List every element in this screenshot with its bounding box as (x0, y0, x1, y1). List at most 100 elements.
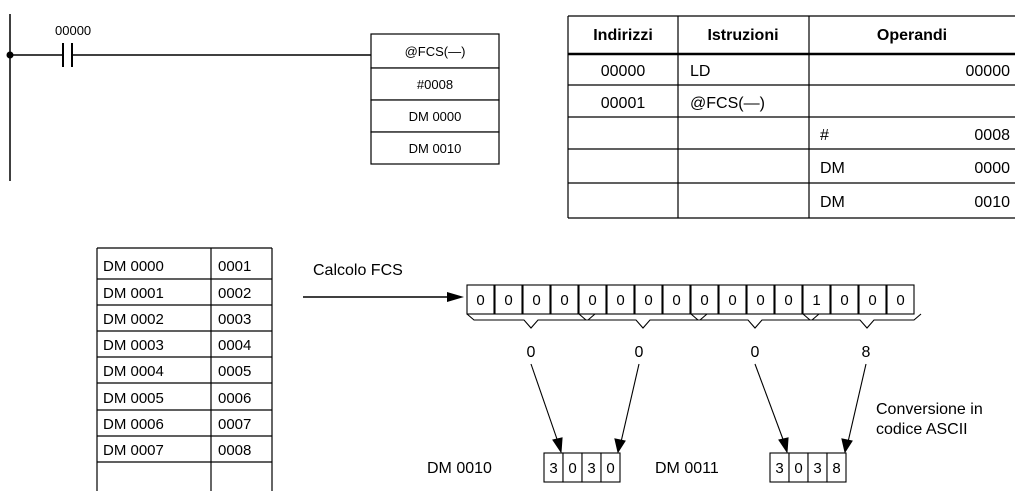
instruction-box-2 (370, 67, 500, 101)
fcs-bit-value: 0 (784, 292, 792, 309)
fcs-bit-value: 0 (588, 292, 596, 309)
fcs-bit-value: 0 (560, 292, 568, 309)
table-row-operand-value: 0010 (974, 194, 1010, 211)
ascii-digit-value: 3 (549, 460, 557, 477)
header-operandi: Operandi (877, 27, 947, 44)
dm-table (96, 247, 273, 491)
fcs-bit-cell (746, 284, 775, 315)
table-row-operand-value: 0008 (974, 127, 1010, 144)
table-row-operand-value: 0000 (974, 160, 1010, 177)
dm-address: DM 0000 (103, 258, 164, 275)
ascii-digit-value: 3 (813, 460, 821, 477)
operand-destination: DM 0010 (409, 141, 462, 156)
operand-source: DM 0000 (409, 109, 462, 124)
fcs-bit-cell (578, 284, 607, 315)
fcs-bit-value: 0 (700, 292, 708, 309)
dm-value: 0007 (218, 416, 251, 433)
fcs-bit-cell (774, 284, 803, 315)
instruction-box-3 (370, 99, 500, 133)
table-row-operand-prefix: DM (820, 194, 845, 211)
header-istruzioni: Istruzioni (707, 27, 778, 44)
hex-digit: 0 (751, 344, 760, 361)
ascii-digit-value: 3 (775, 460, 783, 477)
table-row-address: 00001 (601, 95, 646, 112)
dm-value: 0005 (218, 363, 251, 380)
ascii-label-line1: Conversione in (876, 401, 983, 418)
dm-value: 0003 (218, 311, 251, 328)
header-indirizzi: Indirizzi (593, 27, 653, 44)
fcs-bit-value: 0 (840, 292, 848, 309)
instruction-box-4 (370, 131, 500, 165)
ascii-digit-value: 0 (606, 460, 614, 477)
fcs-bit-cell (466, 284, 495, 315)
instruction-box-1 (370, 33, 500, 69)
fcs-bit-cell (606, 284, 635, 315)
contact-address-label: 00000 (55, 23, 91, 38)
ascii-word-address: DM 0011 (655, 460, 719, 477)
ascii-word-address: DM 0010 (427, 460, 492, 477)
table-row-address: 00000 (601, 63, 646, 80)
fcs-bit-value: 0 (644, 292, 652, 309)
table-row-operand-prefix: DM (820, 160, 845, 177)
fcs-bit-value: 0 (504, 292, 512, 309)
operand-constant: #0008 (417, 77, 453, 92)
fcs-bit-value: 0 (532, 292, 540, 309)
fcs-arrow-head (447, 292, 464, 302)
hex-digit: 0 (635, 344, 644, 361)
dm-address: DM 0001 (103, 285, 164, 302)
fcs-bit-cell (522, 284, 551, 315)
fcs-bit-cell (830, 284, 859, 315)
fcs-bit-cell (662, 284, 691, 315)
ascii-digit-cell (600, 452, 621, 483)
fcs-bit-values: 0 0 0 0 0 0 0 0 0 0 0 0 1 0 0 0 (476, 292, 904, 309)
ascii-digit-cell (826, 452, 847, 483)
fcs-bit-value: 0 (756, 292, 764, 309)
fcs-bit-cell (550, 284, 579, 315)
fcs-bit-cell (858, 284, 887, 315)
dm-value: 0002 (218, 285, 251, 302)
ascii-digit-value: 0 (794, 460, 802, 477)
fcs-bit-cell (718, 284, 747, 315)
dm-value: 0004 (218, 337, 251, 354)
fcs-bit-cell (886, 284, 915, 315)
ascii-arrows (530, 363, 867, 454)
fcs-bit-cell (690, 284, 719, 315)
fcs-bit-value: 0 (672, 292, 680, 309)
dm-address: DM 0003 (103, 337, 164, 354)
nibble-braces (466, 313, 922, 329)
table-row-instruction: @FCS(—) (690, 95, 765, 112)
dm-table-cells: DM 0000 0001 DM 0001 0002 DM 0002 0003 D… (103, 258, 251, 459)
fcs-bit-value: 0 (868, 292, 876, 309)
dm-address: DM 0005 (103, 390, 164, 407)
dm-address: DM 0006 (103, 416, 164, 433)
fcs-bit-cell (634, 284, 663, 315)
ascii-digit-value: 3 (587, 460, 595, 477)
hex-digit: 8 (862, 344, 871, 361)
ladder-diagram: 00000 @FCS(—) #0008 DM 0000 DM 0010 (6, 14, 500, 181)
fcs-bit-cell (494, 284, 523, 315)
dm-address: DM 0004 (103, 363, 164, 380)
fcs-bit-value: 0 (896, 292, 904, 309)
fcs-bit-cell (802, 284, 831, 315)
hex-digit: 0 (527, 344, 536, 361)
instruction-label: @FCS(—) (405, 44, 466, 59)
fcs-bit-value: 0 (476, 292, 484, 309)
ascii-digit-value: 8 (832, 460, 840, 477)
fcs-label: Calcolo FCS (313, 262, 403, 279)
dm-value: 0008 (218, 442, 251, 459)
table-row-instruction: LD (690, 63, 710, 80)
table-row-operand-value: 00000 (966, 63, 1011, 80)
ascii-label-line2: codice ASCII (876, 421, 968, 438)
fcs-bit-value: 0 (616, 292, 624, 309)
ascii-digit-value: 0 (568, 460, 576, 477)
dm-value: 0001 (218, 258, 251, 275)
fcs-bit-row (466, 284, 915, 315)
fcs-bit-value: 1 (812, 292, 820, 309)
table-row-operand-prefix: # (820, 127, 829, 144)
mnemonic-table (567, 15, 1015, 219)
dm-address: DM 0007 (103, 442, 164, 459)
fcs-bit-value: 0 (728, 292, 736, 309)
dm-value: 0006 (218, 390, 251, 407)
